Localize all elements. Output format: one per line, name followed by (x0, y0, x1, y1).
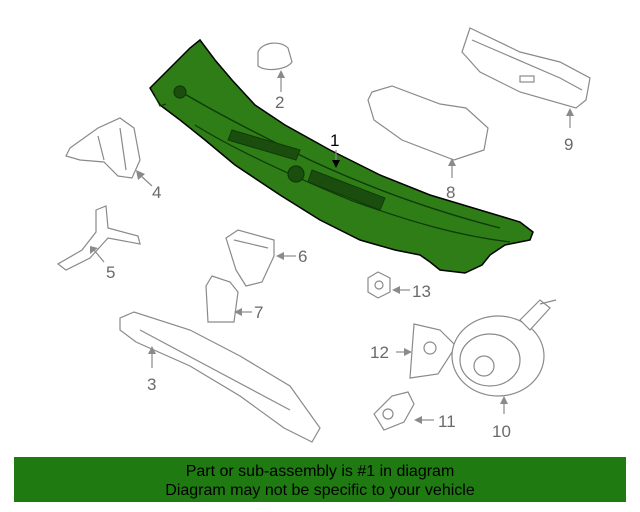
parts-diagram: 1 2 9 8 4 (56, 27, 591, 443)
callout-11: 11 (414, 412, 456, 431)
callout-3: 3 (147, 346, 156, 394)
svg-text:12: 12 (370, 343, 389, 362)
callout-2: 2 (275, 70, 285, 112)
part-6-vent[interactable] (225, 229, 275, 287)
footer-banner: Part or sub-assembly is #1 in diagram Di… (14, 457, 626, 502)
svg-text:11: 11 (438, 412, 456, 431)
callout-13: 13 (392, 282, 431, 301)
callout-6: 6 (276, 247, 307, 266)
svg-text:5: 5 (106, 263, 115, 282)
part-3-seal[interactable] (119, 311, 321, 443)
svg-text:9: 9 (564, 135, 573, 154)
part-11-valve[interactable] (373, 391, 415, 431)
callout-10: 10 (492, 396, 511, 441)
svg-text:4: 4 (152, 183, 161, 202)
callout-8: 8 (446, 158, 456, 202)
svg-text:7: 7 (254, 303, 263, 322)
part-12-gasket[interactable] (409, 323, 457, 379)
part-2-cap[interactable] (257, 42, 293, 71)
svg-text:1: 1 (330, 131, 339, 150)
part-13-nut[interactable] (367, 271, 391, 299)
svg-text:3: 3 (147, 375, 156, 394)
part-8-pad[interactable] (367, 85, 489, 161)
callout-4: 4 (136, 170, 161, 202)
part-1-cowl-panel[interactable] (149, 38, 534, 274)
svg-text:13: 13 (412, 282, 431, 301)
callout-1: 1 (330, 131, 340, 168)
svg-text:6: 6 (298, 247, 307, 266)
callout-9: 9 (564, 108, 574, 154)
footer-line-part-note: Part or sub-assembly is #1 in diagram (185, 463, 455, 480)
svg-text:8: 8 (446, 183, 455, 202)
part-9-insulator[interactable] (461, 27, 591, 109)
callout-12: 12 (370, 343, 412, 362)
callout-5: 5 (90, 246, 115, 282)
svg-text:2: 2 (275, 93, 284, 112)
footer-line-disclaimer: Diagram may not be specific to your vehi… (165, 482, 475, 499)
part-7-clip[interactable] (205, 275, 239, 323)
part-10-brake-booster[interactable] (451, 299, 557, 397)
part-5-hose[interactable] (56, 205, 141, 271)
svg-text:10: 10 (492, 422, 511, 441)
callout-7: 7 (234, 303, 263, 322)
part-4-bracket[interactable] (65, 117, 141, 179)
